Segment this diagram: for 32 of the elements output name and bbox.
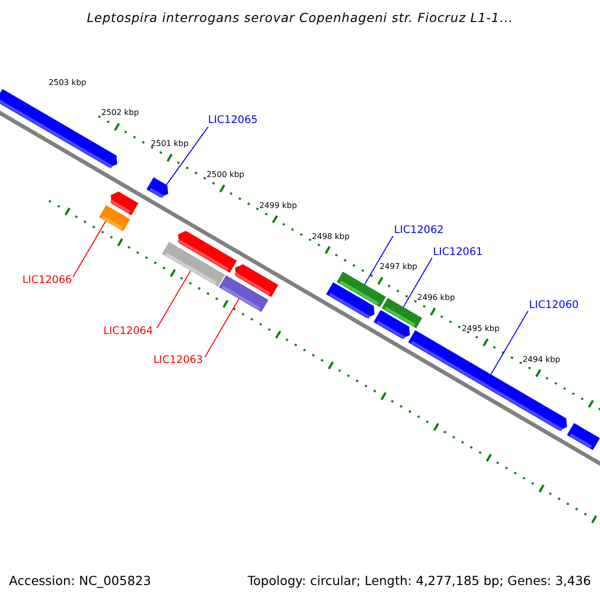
gene-label: LIC12063 bbox=[153, 354, 203, 366]
gene-label: LIC12061 bbox=[433, 246, 483, 258]
leader-line bbox=[490, 310, 528, 375]
tick-label: 2495 kbp bbox=[462, 324, 500, 333]
gene-label: LIC12062 bbox=[394, 224, 444, 236]
leader-line bbox=[204, 298, 240, 358]
tick-label: 2500 kbp bbox=[206, 170, 244, 179]
accession-text: Accession: NC_005823 bbox=[9, 573, 152, 588]
leader-line bbox=[402, 258, 432, 308]
gene-label: LIC12065 bbox=[208, 114, 258, 126]
gene-segment bbox=[98, 205, 130, 232]
tick-label: 2499 kbp bbox=[259, 200, 297, 210]
gene-segment bbox=[146, 177, 168, 198]
leader-line bbox=[72, 220, 106, 278]
gene-segment bbox=[234, 264, 278, 297]
genome-summary-text: Topology: circular; Length: 4,277,185 bp; Genes: 3,436 bbox=[248, 573, 591, 588]
tick-label: 2501 kbp bbox=[150, 139, 189, 148]
gene-label: LIC12064 bbox=[103, 325, 153, 337]
gene-segment bbox=[336, 272, 386, 308]
tick-label: 2494 kbp bbox=[522, 354, 560, 364]
leader-line bbox=[156, 270, 191, 328]
tick-label: 2497 kbp bbox=[380, 262, 418, 272]
map-title: Leptospira interrogans serovar Copenhageni str. Fiocruz L1-1... bbox=[86, 10, 514, 25]
leader-line bbox=[364, 236, 394, 285]
leader-line bbox=[166, 126, 208, 186]
tick-label: 2496 kbp bbox=[417, 293, 455, 302]
tick-label: 2502 kbp bbox=[101, 108, 139, 118]
gene-label: LIC12066 bbox=[22, 274, 72, 286]
tick-label: 2498 kbp bbox=[312, 232, 350, 241]
gene-segment bbox=[177, 230, 237, 273]
gene-label: LIC12060 bbox=[529, 299, 579, 311]
gene-segment bbox=[566, 422, 600, 450]
